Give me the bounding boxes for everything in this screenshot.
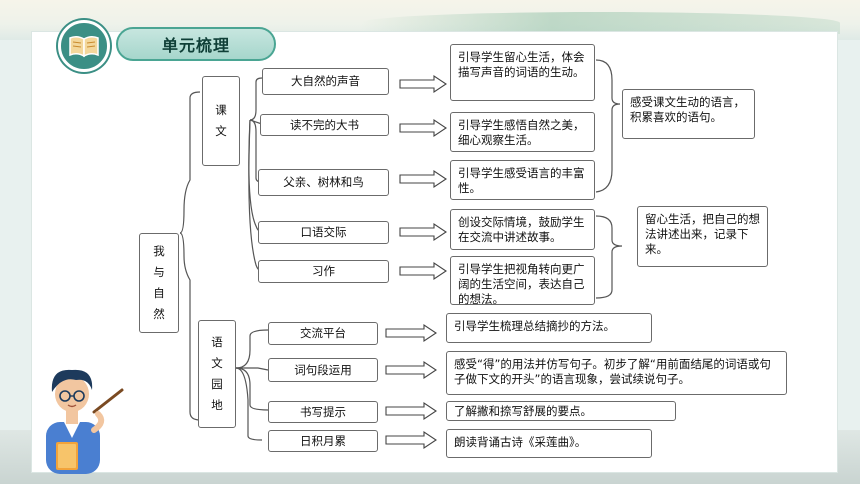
goal-3: 引导学生感受语言的丰富性。 xyxy=(450,160,595,200)
goal-8: 了解撇和捺写舒展的要点。 xyxy=(446,401,676,421)
background-leaves xyxy=(360,12,840,34)
goal-4: 创设交际情境，鼓励学生在交流中讲述故事。 xyxy=(450,209,595,250)
goal-9: 朗读背诵古诗《采莲曲》。 xyxy=(446,429,652,458)
item-shuxie: 书写提示 xyxy=(268,401,378,423)
group-char: 文 xyxy=(211,356,223,370)
item-fuqin: 父亲、树林和鸟 xyxy=(258,169,389,196)
root-char: 然 xyxy=(153,307,165,321)
item-kouyu: 口语交际 xyxy=(258,221,389,244)
group-char: 语 xyxy=(211,335,223,349)
group-char: 文 xyxy=(215,124,227,138)
item-ciju: 词句段运用 xyxy=(268,358,378,382)
group-yuwen-yuandi: 语 文 园 地 xyxy=(198,320,236,428)
goal-1: 引导学生留心生活，体会描写声音的词语的生动。 xyxy=(450,44,595,101)
group-kewen: 课 文 xyxy=(202,76,240,166)
group-char: 园 xyxy=(211,377,223,391)
item-rijiyuelei: 日积月累 xyxy=(268,430,378,452)
group-char: 课 xyxy=(215,103,227,117)
summary-xizuo: 留心生活，把自己的想法讲述出来，记录下来。 xyxy=(637,206,768,267)
summary-kewen: 感受课文生动的语言，积累喜欢的语句。 xyxy=(622,89,755,139)
item-dushu: 读不完的大书 xyxy=(260,114,389,136)
goal-7: 感受“得”的用法并仿写句子。初步了解“用前面结尾的词语或句子做下文的开头”的语言… xyxy=(446,351,787,395)
goal-6: 引导学生梳理总结摘抄的方法。 xyxy=(446,313,652,343)
item-xizuo: 习作 xyxy=(258,260,389,283)
item-jiaoliu: 交流平台 xyxy=(268,322,378,345)
root-char: 我 xyxy=(153,244,165,258)
book-badge xyxy=(58,20,110,72)
goal-5: 引导学生把视角转向更广阔的生活空间，表达自己的想法。 xyxy=(450,256,595,306)
section-title: 单元梳理 xyxy=(116,27,276,61)
root-char: 与 xyxy=(153,265,165,279)
teacher-illustration xyxy=(46,369,124,474)
root-char: 自 xyxy=(153,286,165,300)
root-node: 我 与 自 然 xyxy=(139,233,179,333)
item-daziran: 大自然的声音 xyxy=(262,68,389,95)
goal-2: 引导学生感悟自然之美，细心观察生活。 xyxy=(450,112,595,152)
group-char: 地 xyxy=(211,398,223,412)
open-book-icon xyxy=(69,35,99,58)
